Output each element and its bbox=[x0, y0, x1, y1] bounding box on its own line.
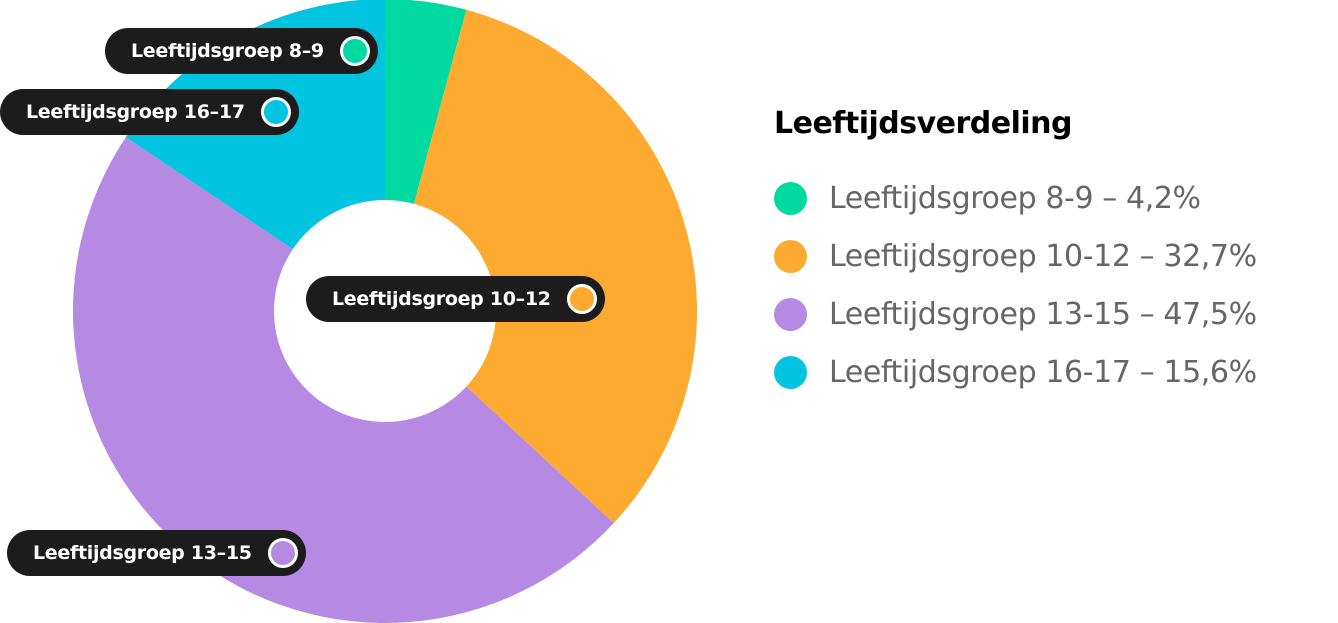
legend-dot-icon bbox=[774, 181, 807, 215]
slice-color-dot-icon bbox=[566, 284, 597, 314]
legend-dot-icon bbox=[774, 297, 807, 331]
legend-label: Leeftijdsgroep 16-17 – 15,6% bbox=[829, 354, 1257, 390]
slice-color-dot-icon bbox=[260, 97, 291, 127]
slice-color-dot-icon bbox=[267, 538, 298, 568]
legend-item-16-17: Leeftijdsgroep 16-17 – 15,6% bbox=[774, 343, 1257, 401]
legend-item-8-9: Leeftijdsgroep 8-9 – 4,2% bbox=[774, 169, 1257, 227]
legend-item-10-12: Leeftijdsgroep 10-12 – 32,7% bbox=[774, 227, 1257, 285]
slice-label-text: Leeftijdsgroep 10–12 bbox=[332, 288, 551, 310]
legend-label: Leeftijdsgroep 8-9 – 4,2% bbox=[829, 180, 1201, 216]
legend-label: Leeftijdsgroep 10-12 – 32,7% bbox=[829, 238, 1257, 274]
slice-label-16-17: Leeftijdsgroep 16–17 bbox=[0, 89, 299, 135]
slice-label-10-12: Leeftijdsgroep 10–12 bbox=[306, 276, 605, 322]
slice-label-13-15: Leeftijdsgroep 13–15 bbox=[7, 530, 306, 576]
slice-label-8-9: Leeftijdsgroep 8–9 bbox=[105, 28, 378, 74]
slice-label-text: Leeftijdsgroep 8–9 bbox=[131, 40, 324, 62]
legend-item-13-15: Leeftijdsgroep 13-15 – 47,5% bbox=[774, 285, 1257, 343]
legend-dot-icon bbox=[774, 239, 807, 273]
slice-label-text: Leeftijdsgroep 16–17 bbox=[26, 101, 245, 123]
slice-label-text: Leeftijdsgroep 13–15 bbox=[33, 542, 252, 564]
legend-dot-icon bbox=[774, 355, 807, 389]
slice-color-dot-icon bbox=[339, 36, 370, 66]
donut-slice bbox=[385, 9, 697, 524]
legend-label: Leeftijdsgroep 13-15 – 47,5% bbox=[829, 296, 1257, 332]
legend-title: Leeftijdsverdeling bbox=[774, 106, 1073, 141]
chart-legend: Leeftijdsverdeling Leeftijdsgroep 8-9 – … bbox=[774, 106, 1257, 401]
